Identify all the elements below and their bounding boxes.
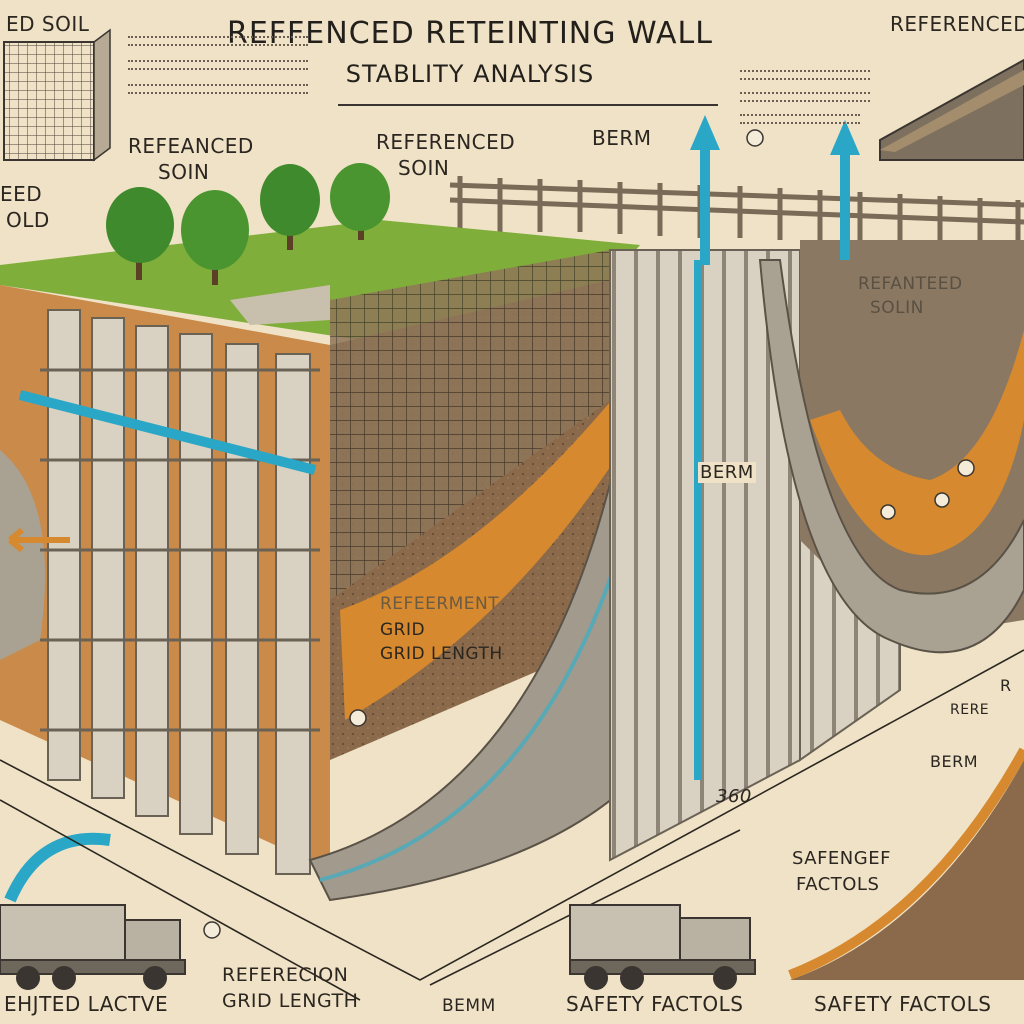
water-line (18, 390, 317, 475)
label-bottom-2b: GRID LENGTH (222, 990, 359, 1012)
label-retained-soil-2: SOLIN (870, 298, 924, 318)
label-bottom-2a: REFERECION (222, 964, 349, 986)
scribble-text (740, 70, 870, 80)
label-bottom-4: SAFETY FACTOLS (566, 992, 744, 1016)
fence (449, 176, 1024, 240)
label-top-left: ED SOIL (6, 12, 90, 36)
label-referenced-soil-3: REFERENCED (376, 130, 516, 154)
label-bottom-1: EHJTED LACTVE (4, 992, 169, 1016)
arrow-icon (8, 527, 70, 553)
label-berm-top: BERM (592, 126, 652, 150)
mesh-block-icon (3, 28, 111, 162)
label-grid-3: GRID LENGTH (380, 644, 503, 664)
label-referenced-soil-4: SOIN (398, 156, 450, 180)
slip-surface-right (758, 240, 1024, 654)
concrete-wall-panels (40, 309, 320, 875)
scribble-text (128, 60, 308, 70)
label-berm-right: BERM (930, 752, 979, 771)
label-bottom-5: SAFETY FACTOLS (814, 992, 992, 1016)
label-top-right: REFERENCED (890, 12, 1024, 36)
scribble-text (128, 84, 308, 94)
label-safety-2: FACTOLS (796, 874, 880, 895)
scribble-text (128, 36, 308, 46)
trees (106, 163, 390, 285)
label-retained-soil-1: REFANTEED (858, 274, 963, 294)
label-safety-1: SAFENGEF (792, 848, 891, 869)
marker-icons (203, 129, 975, 939)
title-line-1: REFFENCED RETEINTING WALL (227, 16, 713, 51)
label-dimension: 360 (716, 786, 752, 807)
label-right-small: R (1000, 676, 1012, 695)
title-line-2: STABLITY ANALYSIS (345, 60, 595, 88)
label-right-small-2: RERE (950, 702, 990, 718)
title-underline (338, 104, 718, 106)
reinforced-soil-block (330, 250, 640, 760)
label-left-side-2: OLD (6, 208, 50, 232)
label-left-side-1: EED (0, 182, 43, 206)
label-referenced-soil-2: SOIN (158, 160, 210, 184)
diagram-title: REFFENCED RETEINTING WALL STABLITY ANALY… (180, 14, 760, 94)
label-referenced-soil-1: REFEANCED (128, 134, 254, 158)
label-berm-middle: BERM (698, 462, 756, 483)
scribble-text (740, 92, 870, 102)
dump-truck-icon (0, 904, 186, 990)
scribble-text (740, 114, 860, 124)
right-slope (788, 747, 1024, 980)
label-bottom-3: BEMM (442, 996, 496, 1016)
label-grid-1: REFEERMENT (380, 594, 500, 614)
dump-truck-icon (569, 904, 756, 990)
label-grid-2: GRID (380, 620, 426, 640)
background-sketch (879, 58, 1024, 161)
